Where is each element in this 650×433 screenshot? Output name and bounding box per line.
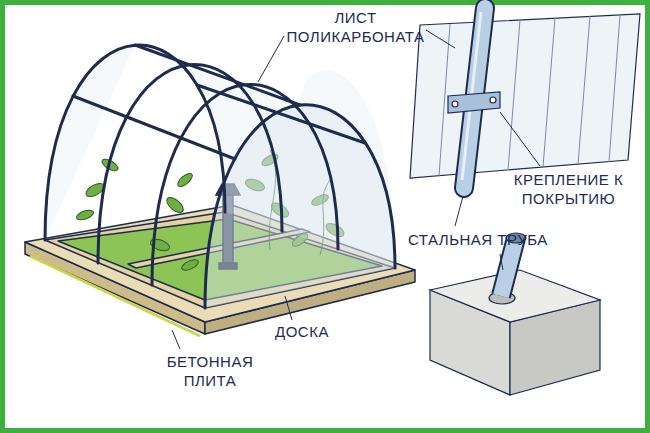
leader-line [172,330,180,349]
clamp [448,92,500,113]
part-label: ДОСКА [275,322,329,341]
arch [45,45,225,240]
sheet-detail [410,8,640,188]
bolt [452,101,458,107]
block-detail [430,233,600,395]
grass-edge [30,256,200,336]
leader-line [500,254,503,270]
leader-line [285,296,292,320]
leader-line [258,36,284,82]
frame-pipes [45,45,395,308]
bolt [490,97,496,103]
arch [152,84,338,285]
ridge-rail [135,45,300,105]
arch [205,105,395,308]
arch [98,65,282,263]
leader-line [500,112,540,166]
roof-sheet [45,45,395,268]
polycarbonate-sheet [410,14,640,178]
leader-line [426,30,455,48]
part-label: ЛИСТ ПОЛИКАРБОНАТА [285,8,426,46]
part-label: БЕТОННАЯ ПЛИТА [165,352,255,390]
cover [45,45,395,308]
leader-lines [172,30,540,349]
part-label: КРЕПЛЕНИЕ К ПОКРЫТИЮ [513,170,624,208]
side-rail [73,96,235,159]
frame [3,3,648,431]
side-rail [197,85,365,143]
part-label: СТАЛЬНАЯ ТРУБА [408,230,548,249]
leader-line [455,196,463,226]
